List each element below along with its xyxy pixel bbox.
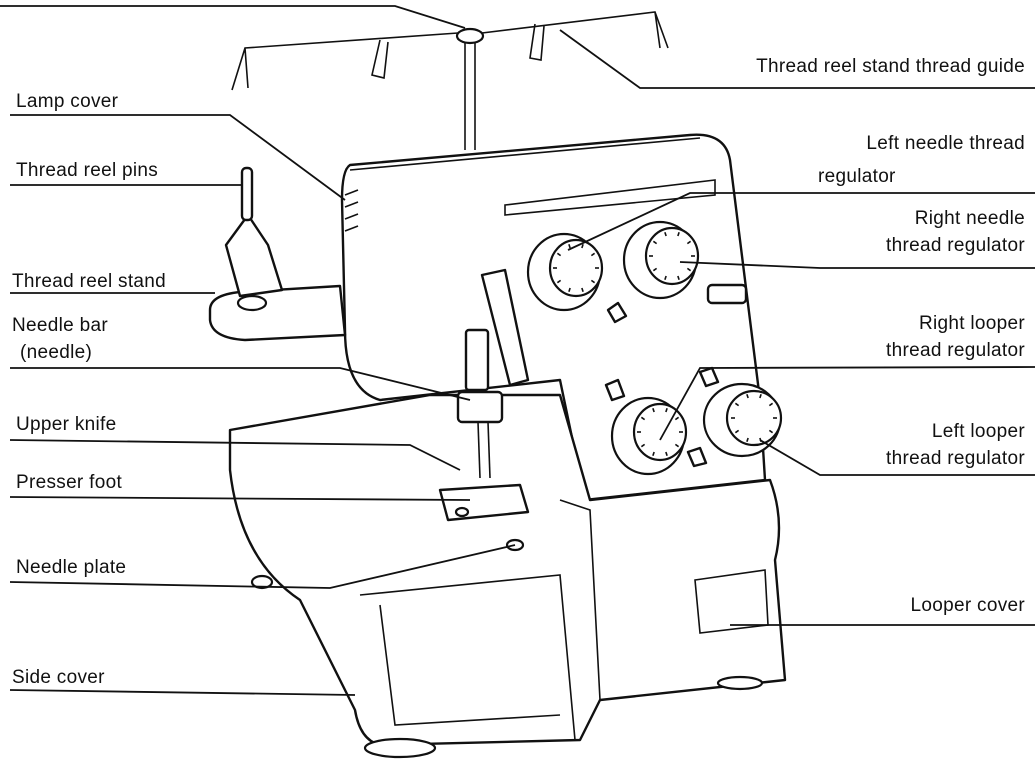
lamp-cover-label: Lamp cover <box>16 91 119 112</box>
dial-tick <box>568 243 571 249</box>
left-needle-dial <box>526 232 604 312</box>
dial-tick <box>768 429 774 434</box>
thread-guide-antenna <box>231 11 669 150</box>
dial-tick <box>664 231 667 237</box>
dial-tick <box>746 437 749 443</box>
thread-reel-stand-label: Thread reel stand <box>12 271 167 292</box>
dial-tick <box>674 416 680 421</box>
left-needle-regulator-label-2: regulator <box>818 166 896 187</box>
dial-tick <box>590 279 596 284</box>
leader-lines <box>0 5 1035 696</box>
dial-tick <box>652 240 658 245</box>
left-looper-regulator-label: Left looper thread regulator <box>886 421 1025 469</box>
small-knobs <box>604 283 748 468</box>
needle-bar-label: Needle bar (needle) <box>12 315 108 363</box>
dial-tick <box>759 437 762 443</box>
dial-tick <box>640 416 646 421</box>
needle-assembly <box>438 268 530 552</box>
dial-tick <box>640 443 646 448</box>
left-needle-regulator-label: Left needle thread <box>866 133 1025 154</box>
side-cover-label: Side cover <box>12 667 105 688</box>
dial-tick <box>652 407 655 413</box>
dial-tick <box>652 451 655 457</box>
right-looper-dial <box>610 396 688 476</box>
right-needle-regulator-label: Right needle thread regulator <box>886 208 1025 256</box>
dial-tick <box>677 275 680 281</box>
dial-tick <box>652 267 658 272</box>
dial-tick <box>686 240 692 245</box>
looper-cover-label: Looper cover <box>910 595 1025 616</box>
presser-foot-label: Presser foot <box>16 472 123 493</box>
dial-tick <box>677 231 680 237</box>
dial-tick <box>556 279 562 284</box>
thread-reel-pins-label: Thread reel pins <box>16 160 159 181</box>
dial-tick <box>686 267 692 272</box>
dial-tick <box>556 252 562 257</box>
thread-reel-stand <box>208 166 347 342</box>
dial-tick <box>674 443 680 448</box>
dial-tick <box>568 287 571 293</box>
dial-tick <box>590 252 596 257</box>
dial-tick <box>734 429 740 434</box>
machine-base <box>228 393 787 759</box>
needle-plate-label: Needle plate <box>16 557 127 578</box>
dial-tick <box>768 402 774 407</box>
dial-tick <box>665 451 668 457</box>
right-looper-regulator-label: Right looper thread regulator <box>886 313 1025 361</box>
dial-tick <box>746 393 749 399</box>
dial-tick <box>734 402 740 407</box>
right-needle-dial <box>622 220 700 300</box>
dial-tick <box>581 287 584 293</box>
dial-tick <box>581 243 584 249</box>
thread-guide-label: Thread reel stand thread guide <box>756 56 1025 77</box>
dial-tick <box>664 275 667 281</box>
dial-tick <box>759 393 762 399</box>
dial-tick <box>665 407 668 413</box>
left-looper-dial <box>702 382 783 458</box>
upper-knife-label: Upper knife <box>16 414 117 435</box>
